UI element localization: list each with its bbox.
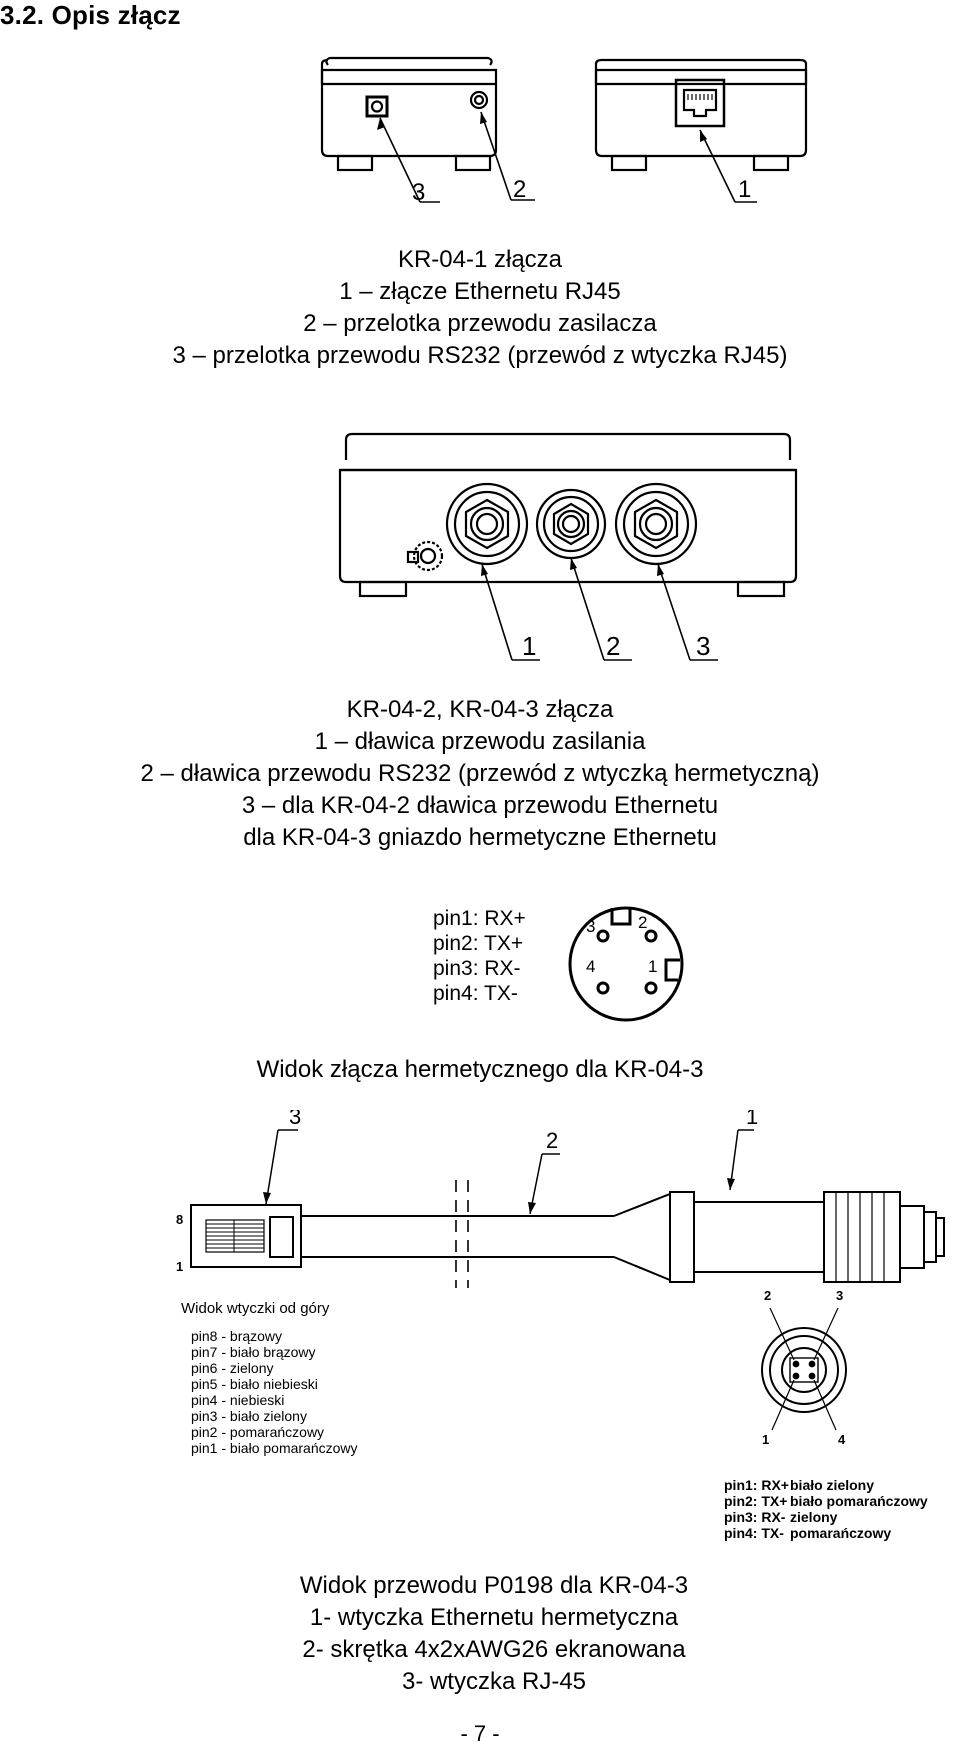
page-number: - 7 - — [460, 1721, 500, 1746]
plug-pin: pin8 - brązowy — [191, 1328, 283, 1344]
caption-line: dla KR-04-3 gniazdo hermetyczne Ethernet… — [243, 824, 717, 851]
wire-row: pin4: TX- pomarańczowy — [724, 1525, 892, 1541]
pin-label: pin1: RX+ — [433, 907, 526, 930]
plug-pin: pin7 - biało brązowy — [191, 1344, 316, 1360]
section-title: 3.2. Opis złącz — [0, 0, 181, 30]
pin-label: pin2: TX+ — [433, 932, 524, 955]
figure-kr-04-2-3-device: 1 2 3 — [338, 432, 798, 661]
connector-pin-list: pin1: RX+ pin2: TX+ pin3: RX- pin4: TX- — [433, 906, 526, 1006]
caption-line: 1- wtyczka Ethernetu hermetyczna — [309, 1604, 679, 1631]
end-pin-2: 2 — [764, 1288, 771, 1303]
ground-screw — [406, 540, 444, 572]
leader-line-1 — [699, 129, 736, 203]
callout-3: 3 — [289, 1110, 301, 1129]
pin-number-4: 4 — [586, 957, 595, 976]
figure1-caption: KR-04-1 złącza 1 – złącze Ethernetu RJ45… — [0, 244, 960, 372]
cable-gland-1 — [445, 482, 529, 566]
wire-color-table: pin1: RX+ biało zielony pin2: TX+ biało … — [724, 1477, 928, 1541]
plug-view-title: Widok wtyczki od góry — [181, 1300, 330, 1317]
device-left-drawing — [320, 56, 498, 172]
wire-row: pin1: RX+ biało zielony — [724, 1477, 875, 1493]
callout-1: 1 — [522, 631, 536, 661]
caption-line: 2- skrętka 4x2xAWG26 ekranowana — [302, 1636, 686, 1663]
pin-number-3: 3 — [586, 917, 595, 936]
leader-line-2 — [480, 111, 512, 201]
caption-line: KR-04-1 złącza — [397, 246, 563, 273]
caption-line: 3- wtyczka RJ-45 — [401, 1668, 587, 1695]
pin-number-1: 1 — [648, 957, 657, 976]
cable-p0198-drawing: 3 2 1 8 1 — [176, 1110, 945, 1288]
end-pin-3: 3 — [836, 1288, 843, 1303]
plug-pin: pin3 - biało zielony — [191, 1408, 307, 1424]
rj45-pin-1-label: 1 — [176, 1259, 183, 1274]
plug-pin: pin5 - biało niebieski — [191, 1376, 318, 1392]
callout-2: 2 — [546, 1128, 558, 1153]
plug-pin: pin2 - pomarańczowy — [191, 1424, 325, 1440]
figure-kr-04-1-devices: 3 2 1 — [320, 56, 808, 206]
caption-line: 2 – przelotka przewodu zasilacza — [303, 310, 657, 337]
cable-gland-2 — [535, 488, 607, 560]
callout-2: 2 — [513, 176, 526, 203]
caption-line: 2 – dławica przewodu RS232 (przewód z wt… — [140, 760, 820, 787]
caption-line: KR-04-2, KR-04-3 złącza — [346, 696, 614, 723]
figure2-caption: KR-04-2, KR-04-3 złącza 1 – dławica prze… — [0, 694, 960, 854]
device-right-drawing — [594, 58, 808, 172]
pin-number-2: 2 — [638, 913, 647, 932]
plug-pin: pin1 - biało pomarańczowy — [191, 1440, 358, 1456]
cable-gland-3 — [614, 482, 698, 566]
caption-line: 3 – dla KR-04-2 dławica przewodu Etherne… — [241, 792, 719, 819]
pin-label: pin4: TX- — [433, 982, 518, 1005]
plug-pin: pin6 - zielony — [191, 1360, 274, 1376]
callout-2: 2 — [606, 631, 620, 661]
figure3-caption: Widok złącza hermetycznego dla KR-04-3 — [256, 1056, 704, 1083]
hermetic-plug-end-view: 2 3 1 4 — [761, 1288, 847, 1447]
callout-1: 1 — [738, 176, 751, 203]
callout-3: 3 — [412, 179, 425, 206]
plug-pin-color-list: pin8 - brązowy pin7 - biało brązowy pin6… — [191, 1328, 358, 1456]
pin-label: pin3: RX- — [433, 957, 521, 980]
rj45-pin-8-label: 8 — [176, 1212, 183, 1227]
end-pin-1: 1 — [762, 1432, 769, 1447]
callout-1: 1 — [746, 1110, 758, 1129]
callout-3: 3 — [696, 631, 710, 661]
end-pin-4: 4 — [838, 1432, 846, 1447]
caption-line: 3 – przelotka przewodu RS232 (przewód z … — [172, 342, 788, 369]
wire-row: pin3: RX- zielony — [724, 1509, 838, 1525]
caption-line: 1 – złącze Ethernetu RJ45 — [339, 278, 621, 305]
hermetic-socket-face: 3 2 4 1 — [568, 906, 684, 1022]
leader-line-3 — [379, 117, 421, 203]
caption-line: 1 – dławica przewodu zasilania — [314, 728, 646, 755]
plug-pin: pin4 - niebieski — [191, 1392, 285, 1408]
caption-line: Widok przewodu P0198 dla KR-04-3 — [299, 1572, 689, 1599]
hermetic-plug — [613, 1191, 945, 1283]
rj45-plug — [190, 1204, 302, 1268]
figure4-caption: Widok przewodu P0198 dla KR-04-3 1- wtyc… — [14, 1570, 960, 1698]
wire-row: pin2: TX+ biało pomarańczowy — [724, 1493, 928, 1509]
